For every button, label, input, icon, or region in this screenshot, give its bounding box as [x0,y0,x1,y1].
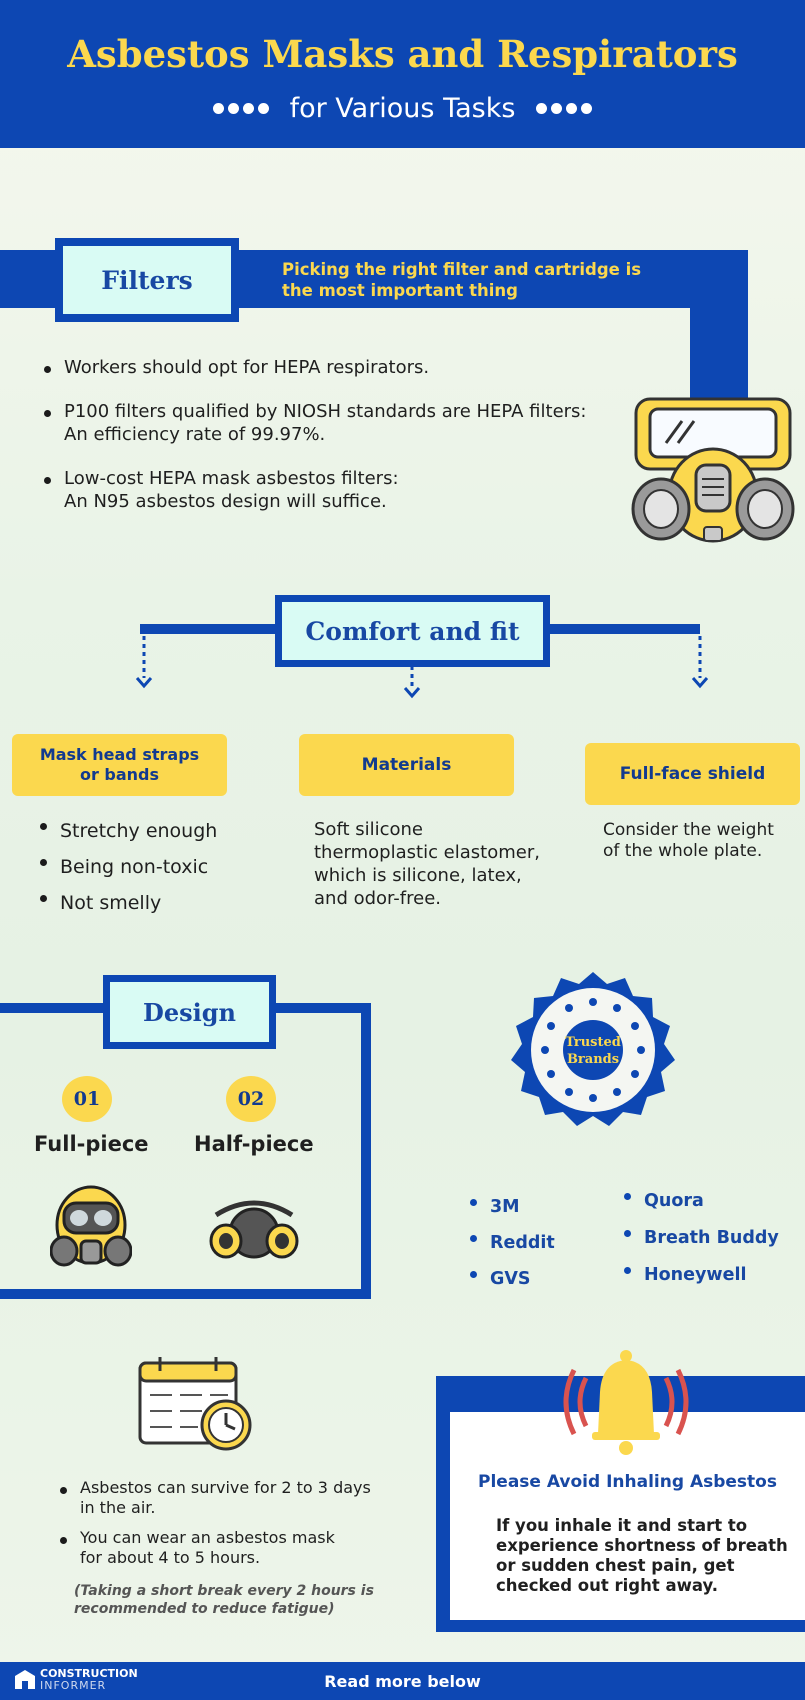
shield-line: of the whole plate. [603,841,763,861]
filters-bullet-text: Low-cost HEPA mask asbestos filters: [64,468,399,489]
footer-brand-line1: CONSTRUCTION [40,1667,138,1680]
page-subtitle-row: for Various Tasks [0,92,805,124]
design-number: 01 [73,1088,101,1110]
page-title: Asbestos Masks and Respirators [67,32,738,76]
time-bullet: You can wear an asbestos mask for about … [54,1528,394,1568]
time-bullet-text: for about 4 to 5 hours. [80,1548,261,1567]
time-bullets: Asbestos can survive for 2 to 3 days in … [54,1478,394,1568]
time-bullet-text: You can wear an asbestos mask [80,1528,335,1547]
filters-bullet: Low-cost HEPA mask asbestos filters: An … [38,467,638,513]
brand-item: 3M [464,1189,555,1225]
time-note: (Taking a short break every 2 hours is r… [74,1582,374,1618]
comfort-label-text: Comfort and fit [305,616,520,646]
straps-title-line1: Mask head straps [39,745,200,764]
filters-bullet-text: Workers should opt for HEPA respirators. [64,357,430,378]
straps-item: Not smelly [34,885,217,921]
filters-bullet: Workers should opt for HEPA respirators. [38,356,638,379]
badge-line2: Brands [566,1052,620,1067]
arrow-down-icon [135,636,153,689]
warning-line: If you inhale it and start to [496,1516,748,1535]
materials-title-box: Materials [299,734,514,796]
construction-informer-logo-icon [15,1670,35,1689]
design-label: Design [103,975,276,1049]
time-note-line1: (Taking a short break every 2 hours is [74,1583,374,1599]
half-mask-icon [209,1200,299,1259]
materials-line: thermoplastic elastomer, [314,842,540,863]
header-banner: Asbestos Masks and Respirators for Vario… [0,0,805,148]
read-more-link[interactable]: Read more below [324,1672,481,1691]
time-note-line2: recommended to reduce fatigue) [74,1601,335,1617]
arrow-down-icon [691,636,709,689]
brands-list-right: Quora Breath Buddy Honeywell [618,1183,779,1294]
shield-title-box: Full-face shield [585,743,800,805]
brands-list-left: 3M Reddit GVS [464,1189,555,1297]
shield-text: Consider the weight of the whole plate. [603,820,774,862]
filters-tagline: Picking the right filter and cartridge i… [282,259,641,301]
badge-line1: Trusted [565,1035,621,1050]
filters-bullet-text: P100 filters qualified by NIOSH standard… [64,401,587,422]
filters-label: Filters [55,238,239,322]
warning-title: Please Avoid Inhaling Asbestos [478,1472,777,1492]
full-face-mask-icon [50,1185,132,1267]
materials-line: Soft silicone [314,819,424,840]
footer-bar [0,1662,805,1700]
time-bullet: Asbestos can survive for 2 to 3 days in … [54,1478,394,1518]
design-number: 02 [237,1088,265,1110]
brand-item: Quora [618,1183,779,1220]
warning-line: experience shortness of breath [496,1536,788,1555]
design-label-text: Design [143,997,236,1027]
straps-title-box: Mask head straps or bands [12,734,227,796]
brand-item: Reddit [464,1225,555,1261]
filters-tagline-line1: Picking the right filter and cartridge i… [282,260,642,279]
filters-bullet: P100 filters qualified by NIOSH standard… [38,400,638,446]
time-bullet-text: Asbestos can survive for 2 to 3 days [80,1478,371,1497]
design-number-badge: 02 [226,1076,276,1122]
design-number-badge: 01 [62,1076,112,1122]
design-item-name: Half-piece [194,1132,314,1156]
straps-list: Stretchy enough Being non-toxic Not smel… [34,813,217,921]
warning-text: If you inhale it and start to experience… [496,1516,788,1596]
materials-title: Materials [361,755,452,775]
filters-connector [690,250,748,410]
straps-item: Being non-toxic [34,849,217,885]
materials-line: which is silicone, latex, [314,865,522,886]
dots-decoration-left [212,103,269,114]
dots-decoration-right [536,103,593,114]
trusted-brands-seal [511,972,675,1126]
shield-line: Consider the weight [603,820,774,840]
comfort-label: Comfort and fit [275,595,550,667]
arrow-down-icon [403,666,421,699]
footer-brand-line2: INFORMER [40,1679,107,1692]
alarm-bell-icon [563,1350,689,1455]
straps-item: Stretchy enough [34,813,217,849]
filters-bullet-text: An N95 asbestos design will suffice. [64,491,387,512]
warning-line: or sudden chest pain, get [496,1556,735,1575]
filters-tagline-line2: the most important thing [282,281,518,300]
shield-title: Full-face shield [619,764,766,784]
materials-line: and odor-free. [314,888,441,909]
brand-item: GVS [464,1261,555,1297]
brand-item: Breath Buddy [618,1220,779,1257]
warning-line: checked out right away. [496,1576,718,1595]
brand-item: Honeywell [618,1257,779,1294]
filters-bullets: Workers should opt for HEPA respirators.… [38,356,638,513]
filters-bullet-text: An efficiency rate of 99.97%. [64,424,326,445]
filters-label-text: Filters [101,265,193,295]
footer-brand: CONSTRUCTION INFORMER [40,1668,138,1692]
respirator-mask-icon [631,397,795,543]
trusted-brands-badge-text: Trusted Brands [553,1034,633,1068]
materials-text: Soft silicone thermoplastic elastomer, w… [314,818,540,910]
straps-title-line2: or bands [79,765,160,784]
page-subtitle: for Various Tasks [289,93,516,124]
time-bullet-text: in the air. [80,1498,156,1517]
calendar-clock-icon [138,1357,252,1451]
design-item-name: Full-piece [34,1132,149,1156]
